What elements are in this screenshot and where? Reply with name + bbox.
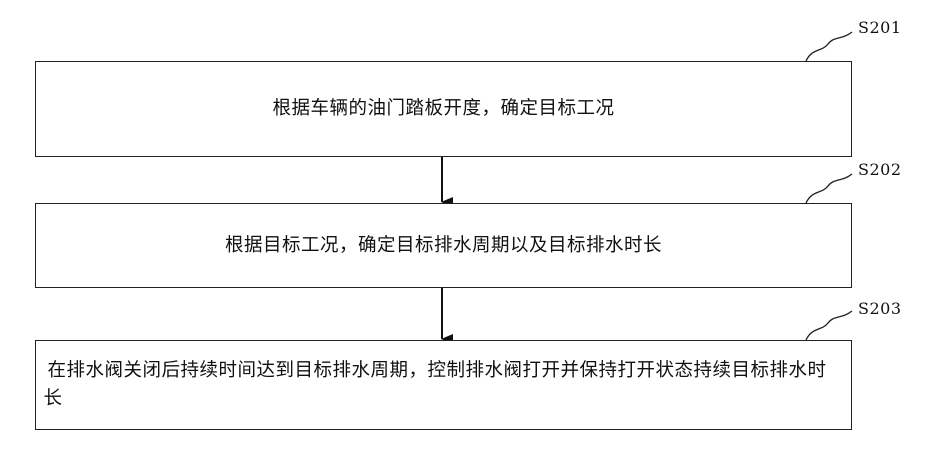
step-box-s201: 根据车辆的油门踏板开度，确定目标工况 [35, 61, 852, 157]
step-label-s202: S202 [858, 160, 902, 179]
step-label-s201: S201 [858, 18, 902, 37]
leader-line-s201 [806, 32, 852, 61]
step-text-s201: 根据车辆的油门踏板开度，确定目标工况 [272, 95, 614, 123]
leader-line-s203 [806, 311, 852, 340]
step-text-s202: 根据目标工况，确定目标排水周期以及目标排水时长 [225, 232, 662, 260]
leader-line-s202 [806, 174, 852, 203]
step-box-s203: 在排水阀关闭后持续时间达到目标排水周期，控制排水阀打开并保持打开状态持续目标排水… [35, 340, 852, 430]
step-label-s203: S203 [858, 299, 902, 318]
step-text-s203: 在排水阀关闭后持续时间达到目标排水周期，控制排水阀打开并保持打开状态持续目标排水… [44, 357, 844, 413]
step-box-s202: 根据目标工况，确定目标排水周期以及目标排水时长 [35, 203, 852, 288]
